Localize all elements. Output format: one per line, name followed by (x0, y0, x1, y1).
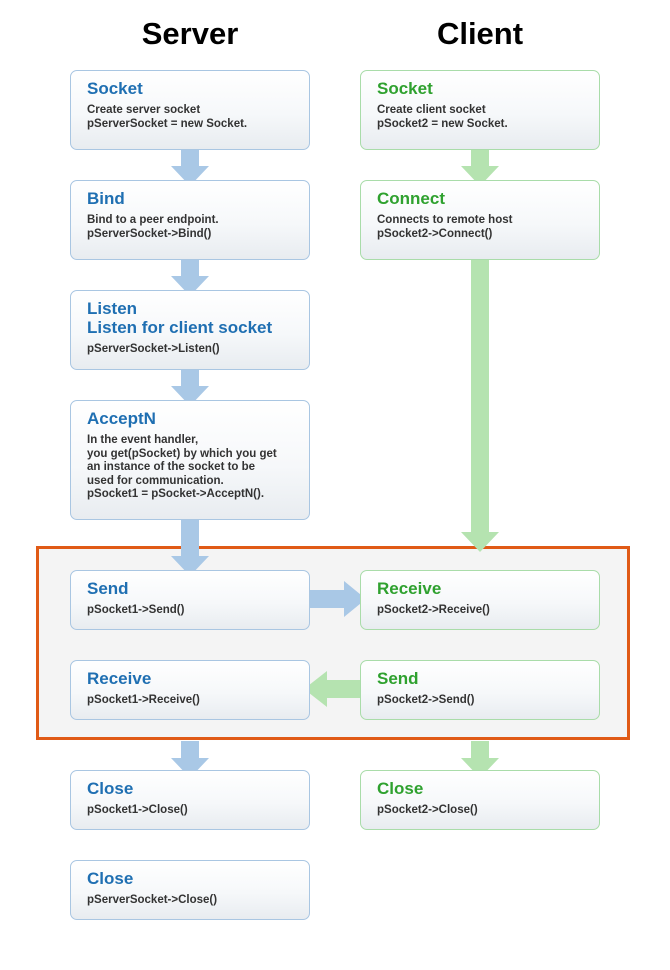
server-send-desc: pSocket1->Send() (87, 604, 185, 616)
client-connect-desc: Connects to remote host pSocket2->Connec… (377, 214, 513, 240)
arrow-send-to-client-receive (310, 581, 366, 617)
server-close-socket-desc: pSocket1->Close() (87, 804, 188, 816)
server-receive-desc: pSocket1->Receive() (87, 694, 200, 706)
client-receive-box: Receive pSocket2->Receive() (360, 570, 600, 630)
client-receive-title: Receive (377, 579, 442, 598)
client-send-title: Send (377, 669, 419, 688)
server-socket-desc: Create server socket pServerSocket = new… (87, 104, 248, 130)
client-send-box: Send pSocket2->Send() (360, 660, 600, 720)
client-socket-title: Socket (377, 79, 433, 98)
server-close-socket-title: Close (87, 779, 134, 798)
client-connect-box: Connect Connects to remote host pSocket2… (360, 180, 600, 260)
client-socket-box: Socket Create client socket pSocket2 = n… (360, 70, 600, 150)
server-bind-box: Bind Bind to a peer endpoint. pServerSoc… (70, 180, 310, 260)
client-socket-desc: Create client socket pSocket2 = new Sock… (377, 104, 508, 130)
arrow-client-send-to-receive (304, 671, 361, 707)
server-send-box: Send pSocket1->Send() (70, 570, 310, 630)
server-accept-title: AcceptN (87, 409, 156, 428)
arrow-accept-to-send (171, 520, 209, 576)
client-column-title: Client (436, 16, 524, 51)
server-listen-desc: pServerSocket->Listen() (87, 343, 220, 355)
server-close-server-title: Close (87, 869, 134, 888)
server-accept-desc: In the event handler, you get(pSocket) b… (87, 434, 277, 500)
client-close-title: Close (377, 779, 424, 798)
arrow-client-socket-to-connect (461, 150, 499, 186)
server-listen-title: Listen Listen for client socket (87, 299, 273, 337)
server-listen-box: Listen Listen for client socket pServerS… (70, 290, 310, 370)
client-connect-title: Connect (377, 189, 445, 208)
arrow-socket-to-bind (171, 150, 209, 186)
server-bind-title: Bind (87, 189, 125, 208)
arrow-bind-to-listen (171, 260, 209, 296)
client-close-box: Close pSocket2->Close() (360, 770, 600, 830)
server-close-server-box: Close pServerSocket->Close() (70, 860, 310, 920)
server-close-socket-box: Close pSocket1->Close() (70, 770, 310, 830)
client-close-desc: pSocket2->Close() (377, 804, 478, 816)
arrow-listen-to-accept (171, 370, 209, 406)
server-receive-box: Receive pSocket1->Receive() (70, 660, 310, 720)
arrow-receive-to-close (171, 741, 209, 778)
server-column-title: Server (141, 16, 239, 51)
server-accept-box: AcceptN In the event handler, you get(pS… (70, 400, 310, 520)
server-bind-desc: Bind to a peer endpoint. pServerSocket->… (87, 214, 219, 240)
arrow-client-send-to-close (461, 741, 499, 778)
server-send-title: Send (87, 579, 129, 598)
server-socket-title: Socket (87, 79, 143, 98)
server-receive-title: Receive (87, 669, 152, 688)
server-socket-box: Socket Create server socket pServerSocke… (70, 70, 310, 150)
client-send-desc: pSocket2->Send() (377, 694, 475, 706)
arrow-connect-to-receive (461, 260, 499, 552)
client-receive-desc: pSocket2->Receive() (377, 604, 490, 616)
server-close-server-desc: pServerSocket->Close() (87, 894, 218, 906)
